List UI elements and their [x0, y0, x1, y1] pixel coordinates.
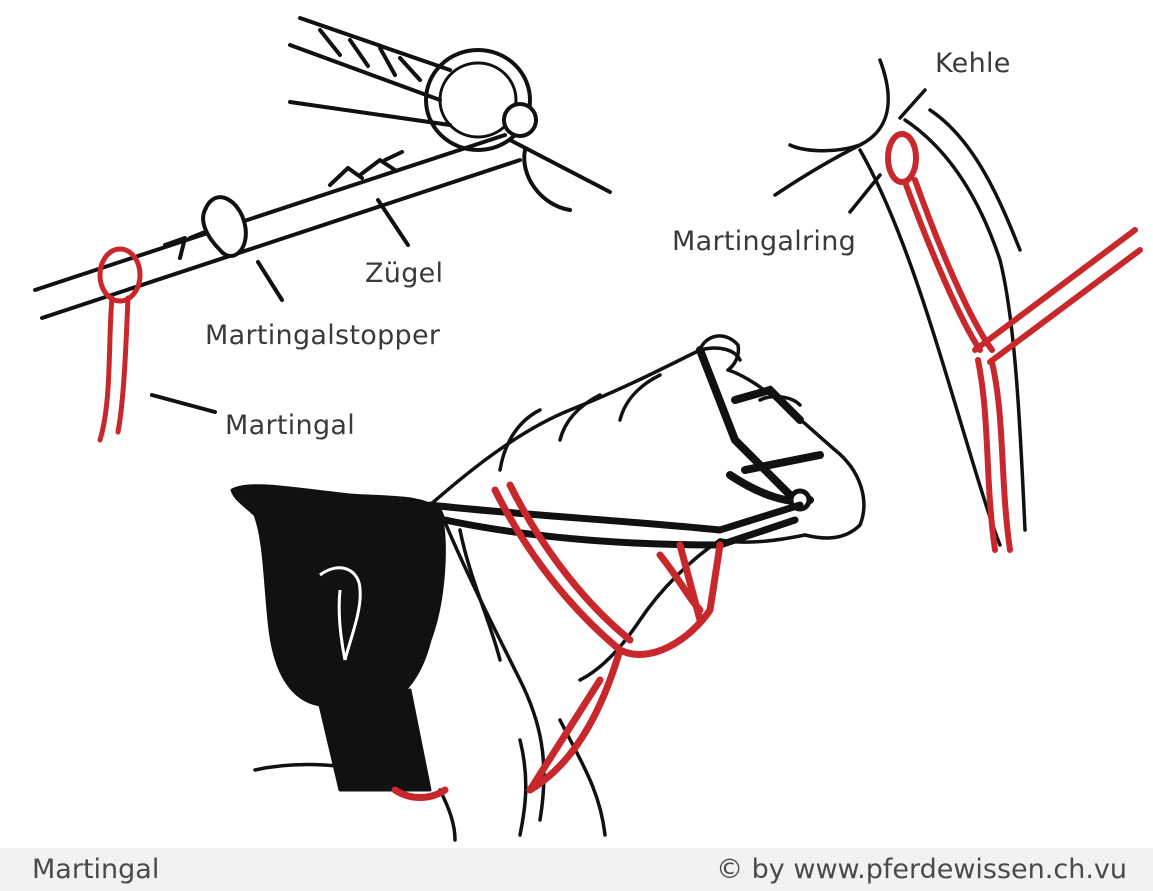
label-zugel: Zügel	[365, 258, 443, 289]
reins-drawing	[430, 505, 800, 545]
rein-detail-drawing	[35, 18, 610, 412]
label-martingalring: Martingalring	[672, 226, 856, 257]
bridle-drawing	[700, 350, 820, 509]
caption-bar: Martingal © by www.pferdewissen.ch.vu	[0, 848, 1153, 891]
caption-title: Martingal	[32, 854, 159, 885]
label-kehle: Kehle	[935, 48, 1011, 79]
martingal-ring-detail	[100, 249, 140, 440]
martingal-illustration	[0, 0, 1153, 848]
label-martingal: Martingal	[225, 410, 355, 441]
label-martingalstopper: Martingalstopper	[205, 320, 440, 351]
martingal-strap-detail	[888, 134, 1140, 550]
caption-credit: © by www.pferdewissen.ch.vu	[716, 854, 1127, 885]
saddle-drawing	[232, 486, 444, 790]
